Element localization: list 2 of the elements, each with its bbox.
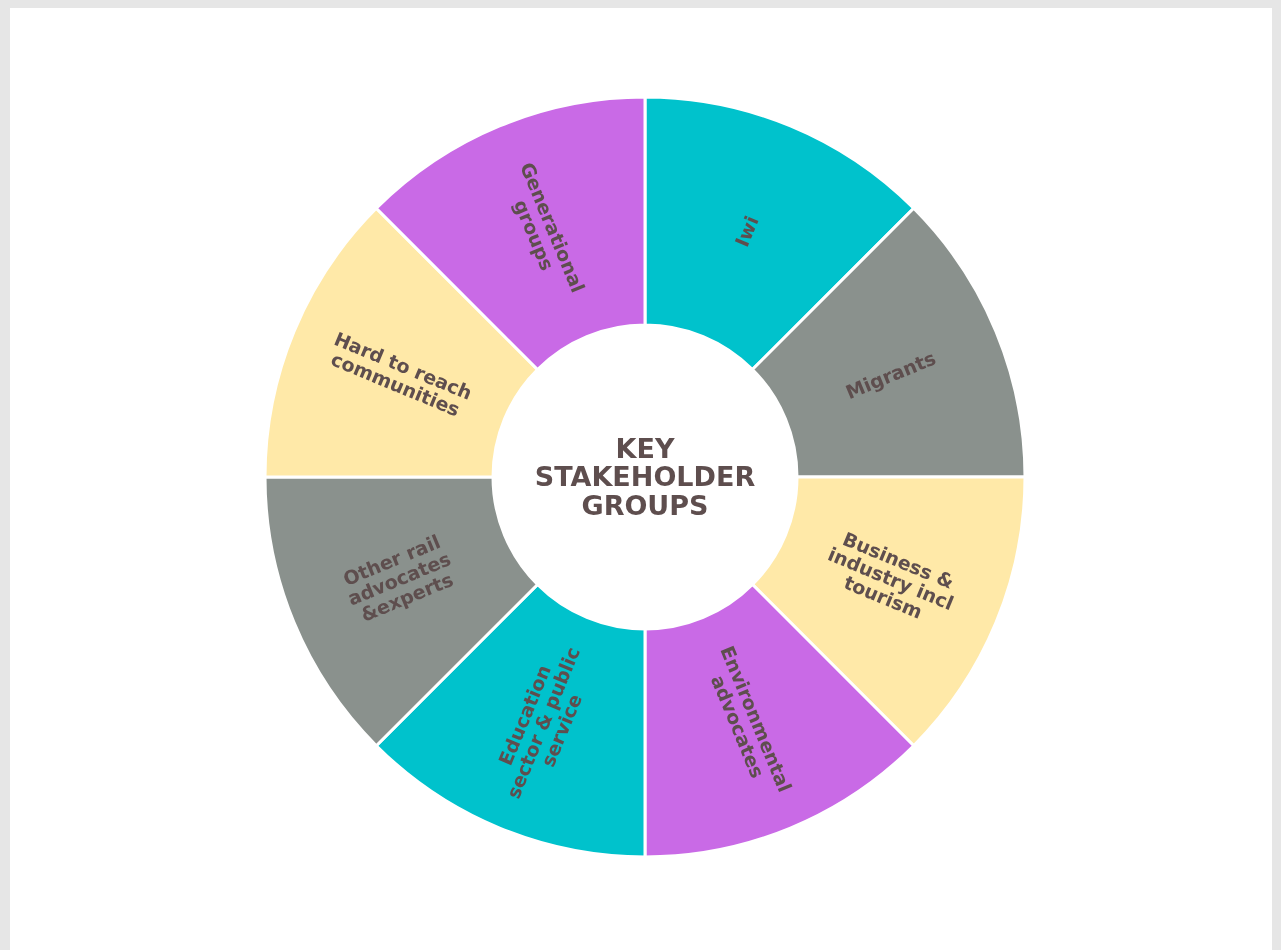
segment-label: Iwi: [730, 212, 763, 250]
center-title: KEY STAKEHOLDER GROUPS: [534, 433, 756, 521]
